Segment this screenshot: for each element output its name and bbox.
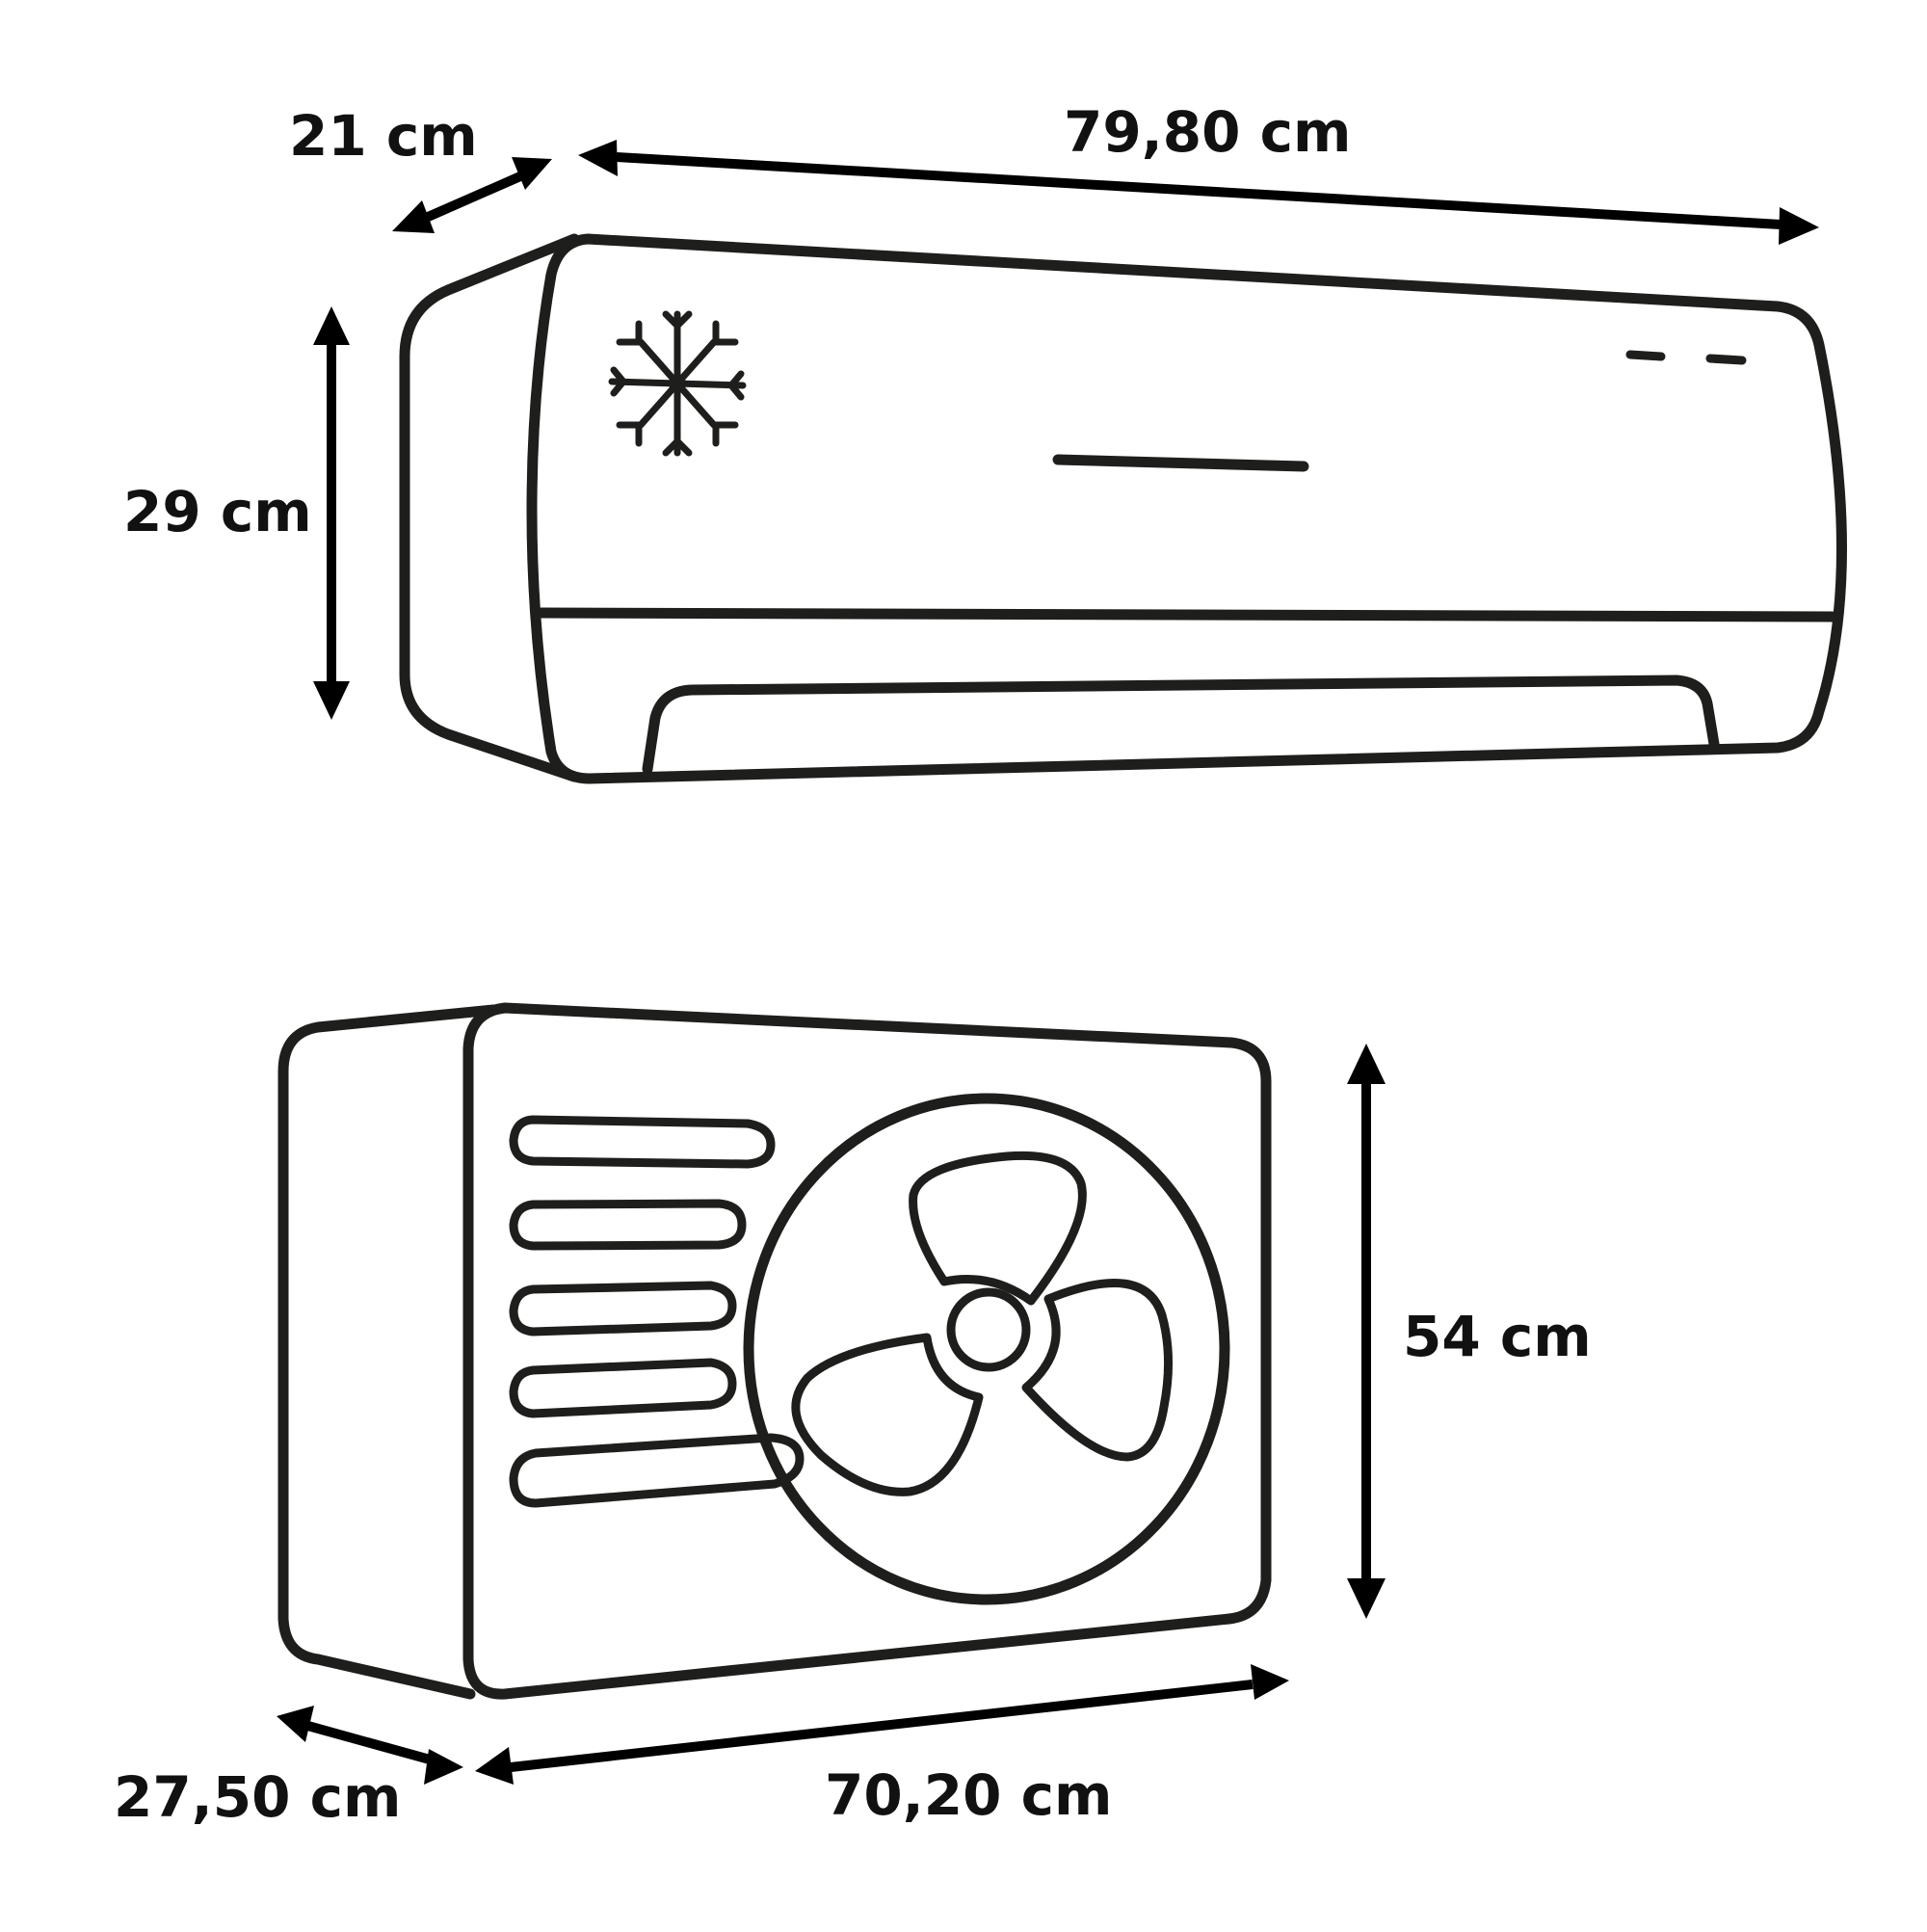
outdoor-unit-front-panel xyxy=(462,1002,1272,1700)
fan-hub xyxy=(946,1287,1031,1372)
vent-slot xyxy=(509,1433,805,1508)
outdoor-depth-label: 27,50 cm xyxy=(114,1764,402,1830)
outdoor-depth-arrow xyxy=(277,1706,463,1785)
indoor-unit-display-bar xyxy=(1052,454,1309,472)
indoor-unit xyxy=(399,233,1847,784)
indoor-height-arrow xyxy=(313,306,350,720)
indoor-width-arrow xyxy=(578,140,1819,245)
fan-blade xyxy=(1021,1279,1173,1462)
indoor-unit-indicator-light xyxy=(1625,350,1666,361)
indoor-unit-indicator-light xyxy=(1705,354,1747,365)
outdoor-height-arrow xyxy=(1347,1044,1386,1619)
indoor-unit-side-panel xyxy=(399,233,580,782)
indoor-width-label: 79,80 cm xyxy=(1064,99,1352,165)
snowflake-icon xyxy=(608,310,747,457)
outdoor-height-label: 54 cm xyxy=(1403,1304,1592,1369)
fan-guard-ring xyxy=(743,1093,1230,1605)
outdoor-unit-vent-slots xyxy=(509,1115,805,1508)
outdoor-unit xyxy=(277,1002,1272,1700)
indoor-depth-arrow xyxy=(392,157,552,233)
indoor-unit-air-louver xyxy=(642,675,1720,775)
vent-slot xyxy=(509,1115,776,1169)
vent-slot xyxy=(509,1281,737,1337)
outdoor-unit-side-panel xyxy=(277,1004,499,1700)
fan-icon xyxy=(743,1093,1230,1605)
fan-blade xyxy=(909,1151,1087,1306)
outdoor-width-arrow xyxy=(475,1664,1289,1785)
indoor-unit-front-panel xyxy=(526,233,1847,784)
vent-slot xyxy=(509,1199,747,1251)
indoor-unit-panel-seam xyxy=(536,607,1838,622)
fan-blade xyxy=(791,1333,984,1496)
indoor-height-label: 29 cm xyxy=(123,479,312,544)
vent-slot xyxy=(509,1358,737,1418)
outdoor-width-label: 70,20 cm xyxy=(825,1762,1113,1828)
indoor-depth-label: 21 cm xyxy=(289,103,478,169)
